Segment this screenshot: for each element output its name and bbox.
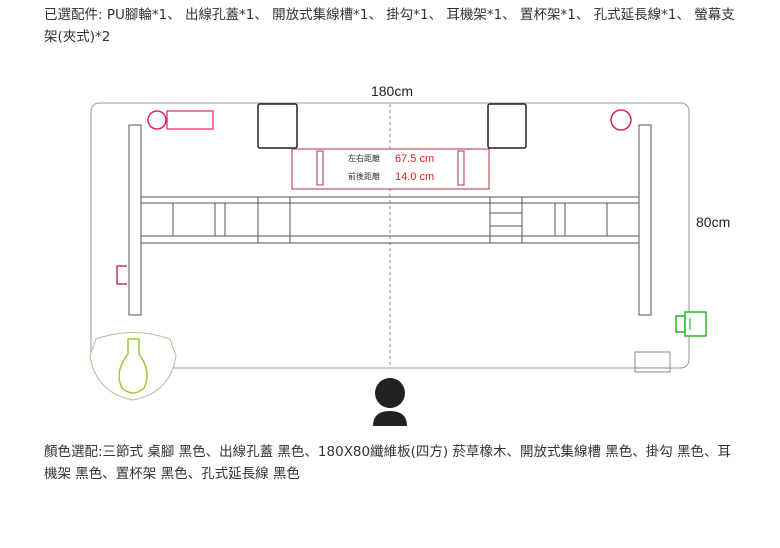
cable-tray-bracket xyxy=(457,150,465,186)
user-body-icon xyxy=(373,411,407,426)
left-right-distance-label: 左右距離 xyxy=(348,153,380,163)
cable-tray-bracket xyxy=(316,150,324,186)
hook xyxy=(116,265,127,285)
headphone-holder xyxy=(684,311,707,337)
caster-tray xyxy=(634,351,671,373)
width-dimension-label: 180cm xyxy=(371,83,413,99)
selected-accessories-text: 已選配件: PU腳輪*1、 出線孔蓋*1、 開放式集線槽*1、 掛勾*1、 耳機… xyxy=(44,7,735,45)
front-back-distance-label: 前後距離 xyxy=(348,171,380,181)
power-strip xyxy=(166,110,214,130)
left-leg xyxy=(128,124,142,316)
left-right-distance-value: 67.5 cm xyxy=(395,153,434,165)
right-leg xyxy=(638,124,652,316)
cable-grommet-left xyxy=(147,110,167,130)
frame-crossbar xyxy=(140,196,640,244)
front-back-distance-value: 14.0 cm xyxy=(395,171,434,183)
cable-grommet-right xyxy=(610,109,632,131)
right-motor-block xyxy=(489,196,523,244)
open-cable-tray xyxy=(291,148,490,190)
depth-dimension-label: 80cm xyxy=(696,214,730,230)
headphone-holder-clip xyxy=(675,315,686,333)
color-options-text: 顏色選配:三節式 桌腳 黑色、出線孔蓋 黑色、180X80纖維板(四方) 菸草橡… xyxy=(44,444,732,482)
left-monitor-clamp xyxy=(257,103,298,149)
desktop-outline xyxy=(90,102,690,369)
left-motor-block xyxy=(257,196,291,244)
cup-holder xyxy=(118,338,148,394)
right-monitor-clamp xyxy=(487,103,527,149)
user-head-icon xyxy=(375,378,405,408)
